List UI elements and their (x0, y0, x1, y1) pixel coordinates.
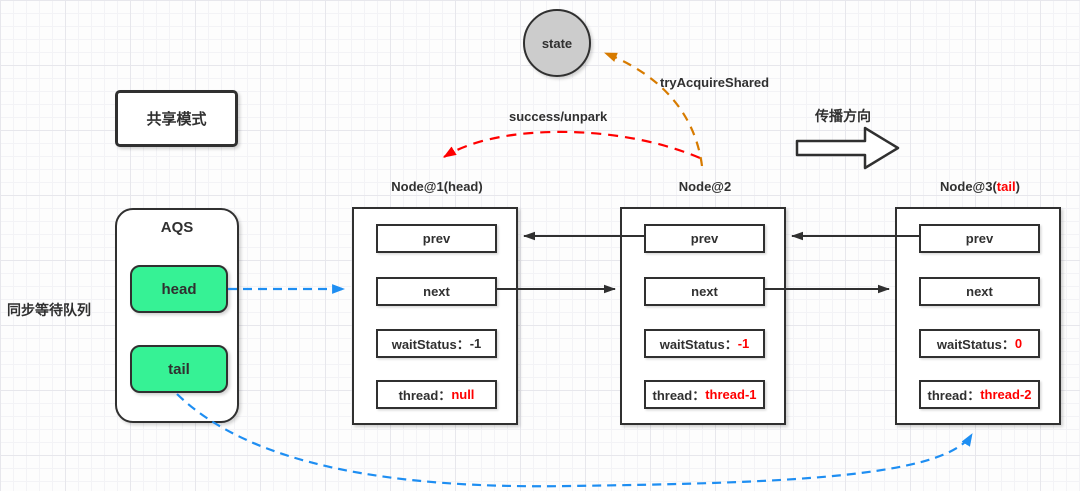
node-3-thread-field: thread：thread-2 (919, 380, 1040, 409)
node-1-next-field: next (376, 277, 497, 306)
node-2-title: Node@2 (678, 179, 732, 194)
state-circle: state (523, 9, 591, 77)
head-pointer: head (130, 265, 228, 313)
node-1-thread-field: thread：null (376, 380, 497, 409)
try-acquire-shared-arrow (603, 51, 704, 167)
tail-to-node3-arrow (176, 393, 973, 488)
shared-mode-box: 共享模式 (115, 90, 238, 147)
node-2-box: Node@2 prev next waitStatus：-1 thread：th… (620, 179, 786, 425)
propagation-direction-label: 传播方向 (815, 108, 871, 124)
node-3-title: Node@3(tail) (940, 179, 1020, 194)
try-acquire-shared-label: tryAcquireShared (660, 75, 770, 90)
state-label: state (541, 35, 573, 51)
aqs-title: AQS (160, 219, 194, 236)
tail-pointer-label: tail (168, 360, 190, 378)
node-3-box: Node@3(tail) prev next waitStatus：0 thre… (895, 179, 1061, 425)
shared-mode-label: 共享模式 (146, 111, 207, 128)
success-unpark-arrow (443, 130, 701, 160)
head-pointer-label: head (161, 280, 197, 298)
node-1-prev-field: prev (376, 224, 497, 253)
node-3-next-field: next (919, 277, 1040, 306)
node-1-title: Node@1(head) (391, 179, 483, 194)
aqs-box: AQS head tail (115, 208, 239, 423)
sync-wait-queue-label: 同步等待队列 (7, 302, 91, 318)
node-1-waitstatus-field: waitStatus：-1 (376, 329, 497, 358)
success-unpark-label: success/unpark (509, 109, 608, 124)
node-2-next-field: next (644, 277, 765, 306)
tail-pointer: tail (130, 345, 228, 393)
node-2-thread-field: thread：thread-1 (644, 380, 765, 409)
node-2-prev-field: prev (644, 224, 765, 253)
node-2-waitstatus-field: waitStatus：-1 (644, 329, 765, 358)
node-3-waitstatus-field: waitStatus：0 (919, 329, 1040, 358)
propagation-direction-arrow (795, 126, 900, 170)
node-1-box: Node@1(head) prev next waitStatus：-1 thr… (352, 179, 518, 425)
node-3-prev-field: prev (919, 224, 1040, 253)
